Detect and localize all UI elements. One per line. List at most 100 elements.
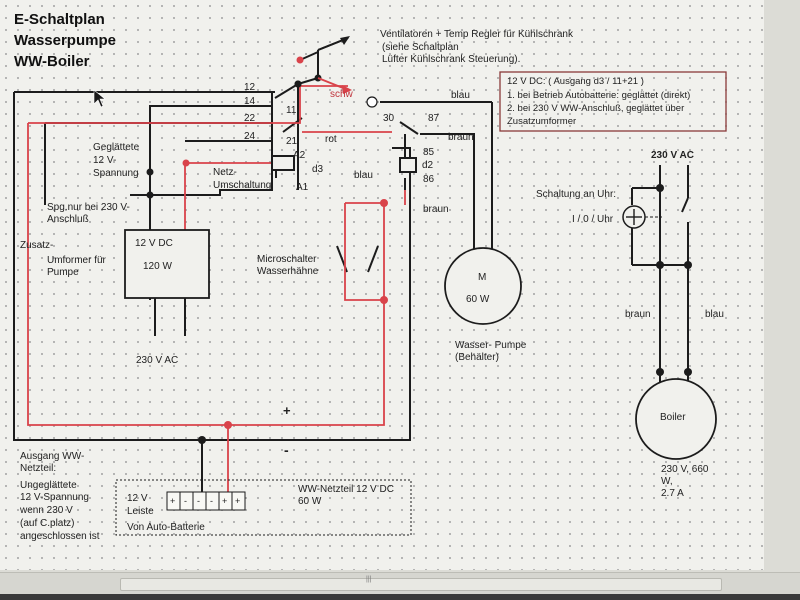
wire-label-rot: rot xyxy=(325,134,337,145)
uhr-label-2: I / 0 / Uhr xyxy=(572,214,614,225)
scrollbar-grip-icon: ||| xyxy=(366,576,372,583)
terminal-strip: + - - - + + xyxy=(166,491,246,511)
terminal-2: - xyxy=(184,496,187,506)
monitor-bezel xyxy=(0,594,800,600)
zusatz-label-2: Umformer für xyxy=(47,255,107,266)
terminal-11: 11 xyxy=(286,105,297,116)
wire-label-braun-mid: braun xyxy=(423,204,449,215)
ac-right-label: 230 V AC xyxy=(651,150,694,161)
ventilator-note-1: Ventilatoren + Temp Regler für Kühlschra… xyxy=(380,29,574,40)
wire-red-microswitch xyxy=(344,202,385,301)
ausgang-label-1: Ausgang WW- xyxy=(20,451,84,462)
terminal-5: + xyxy=(222,496,227,506)
ausgang-label-7: angeschlossen ist xyxy=(20,531,100,542)
spg-label-2: Anschluß xyxy=(47,214,89,225)
red-wires xyxy=(27,85,406,492)
wire-outer-frame xyxy=(13,92,411,441)
wire-label-blau-mid: blau xyxy=(354,170,373,181)
terminal-6: + xyxy=(235,496,240,506)
terminal-a2: A2 xyxy=(293,150,306,161)
note-line-2: 1. bei Betrieb Autobatterie: geglättet (… xyxy=(507,90,690,101)
terminal-3: - xyxy=(197,496,200,506)
title-line-2: Wasserpumpe xyxy=(14,32,116,49)
wire-label-braun-top: braun xyxy=(448,132,474,143)
smoothed-label-1: Geglättete xyxy=(93,142,140,153)
pump-label-1: Wasser- Pumpe xyxy=(455,340,527,351)
mouse-pointer-icon xyxy=(93,89,106,108)
converter-line-2: 120 W xyxy=(143,261,172,272)
wire-label-plus: + xyxy=(283,403,291,418)
arrow-icon xyxy=(317,36,352,94)
wire-label-blau-top: blau xyxy=(451,90,470,101)
scrollbar-thumb[interactable] xyxy=(120,578,722,591)
wire-red-top xyxy=(28,85,348,124)
wire-braun-motor xyxy=(420,133,475,258)
ausgang-label-3: Ungeglättete xyxy=(20,480,77,491)
note-line-4: Zusatzumformer xyxy=(507,116,576,127)
relay-d2-coil xyxy=(399,157,417,173)
title-line-3: WW-Boiler xyxy=(14,53,90,70)
relay-d2-label: d2 xyxy=(422,160,434,171)
relay-d3-coil xyxy=(271,155,295,171)
note-box xyxy=(499,71,727,132)
smoothed-label-2: 12 V- xyxy=(93,155,116,166)
zusatz-label-1: Zusatz- xyxy=(20,240,53,251)
circuit-diagram: E-Schaltplan Wasserpumpe WW-Boiler xyxy=(13,11,727,542)
boiler-circle xyxy=(635,378,717,460)
leiste-footer: Von Auto-Batterie xyxy=(127,522,205,533)
ventilator-note-2: (siehe Schaltplan xyxy=(382,42,459,53)
converter-line-1: 12 V DC xyxy=(135,238,173,249)
terminal-12: 12 xyxy=(244,82,256,93)
horizontal-scrollbar[interactable]: ||| xyxy=(0,572,800,595)
converter-box xyxy=(124,229,210,299)
wire-label-schw: schw xyxy=(330,89,354,100)
pump-label-2: (Behälter) xyxy=(455,352,499,363)
terminal-21: 21 xyxy=(286,136,298,147)
smoothed-label-3: Spannung xyxy=(93,168,139,179)
title-line-1: E-Schaltplan xyxy=(14,11,105,28)
leiste-line-2: Leiste xyxy=(127,506,154,517)
ww-netzteil-line-2: 60 W xyxy=(298,496,322,507)
ventilator-note-3: Lüfter Kühlschrank Steuerung). xyxy=(382,54,520,65)
boiler-spec-3: 2.7 A xyxy=(661,488,684,499)
wire-label-blau-boiler: blau xyxy=(705,309,724,320)
terminal-86: 86 xyxy=(423,174,435,185)
wire-label-minus: - xyxy=(284,442,289,458)
boiler-spec-1: 230 V, 660 xyxy=(661,464,709,475)
leiste-frame xyxy=(115,479,412,536)
ausgang-label-2: Netzteil: xyxy=(20,463,56,474)
boiler-spec-2: W, xyxy=(661,476,673,487)
terminal-87: 87 xyxy=(428,113,440,124)
relay-d3-label: d3 xyxy=(312,164,324,175)
uhr-label-1: Schaltung an Uhr: xyxy=(536,189,616,200)
motor-power: 60 W xyxy=(466,294,490,305)
leiste-line-1: 12 V xyxy=(127,493,148,504)
boiler-name: Boiler xyxy=(660,412,686,423)
diagram-canvas: E-Schaltplan Wasserpumpe WW-Boiler xyxy=(0,0,764,570)
motor-symbol: M xyxy=(478,272,486,283)
zusatz-label-3: Pumpe xyxy=(47,267,79,278)
netz-label-1: Netz- xyxy=(213,167,237,178)
ac-input-label: 230 V AC xyxy=(136,355,178,366)
terminal-30: 30 xyxy=(383,113,395,124)
terminal-22: 22 xyxy=(244,113,256,124)
ausgang-label-6: (auf C.platz) xyxy=(20,518,74,529)
wire-red-left xyxy=(27,123,228,426)
nodes xyxy=(146,56,692,444)
spg-label-1: Spg.nur bei 230 V- xyxy=(47,202,130,213)
netz-label-2: Umschaltung xyxy=(213,180,271,191)
note-line-1: 12 V DC: ( Ausgang d3 / 11+21 ) xyxy=(507,76,644,87)
terminal-a1: A1 xyxy=(296,182,309,193)
terminal-4: - xyxy=(210,496,213,506)
note-line-3: 2. bei 230 V WW-Anschluß, geglättet über xyxy=(507,103,684,114)
wire-red-bottom xyxy=(228,300,385,426)
pump-motor xyxy=(444,247,522,325)
ausgang-label-4: 12 V-Spannung xyxy=(20,492,89,503)
terminal-85: 85 xyxy=(423,147,435,158)
terminal-1: + xyxy=(170,496,175,506)
terminal-14: 14 xyxy=(244,96,256,107)
ww-netzteil-line-1: WW-Netzteil 12 V DC xyxy=(298,484,394,495)
microswitch-label-1: Microschalter xyxy=(257,254,317,265)
ausgang-label-5: wenn 230 V xyxy=(19,505,73,516)
